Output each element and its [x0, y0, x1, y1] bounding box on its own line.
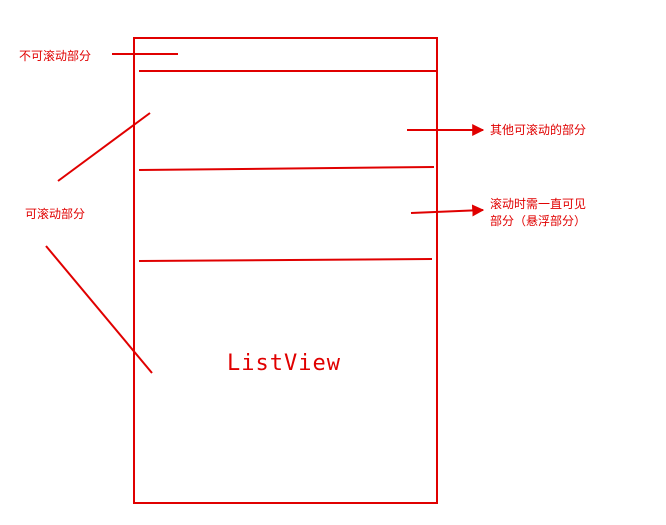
- label-non-scrollable: 不可滚动部分: [19, 48, 91, 63]
- sticky-arrow: [410, 204, 485, 217]
- label-listview: ListView: [227, 351, 341, 376]
- divider-line-2: [138, 166, 435, 171]
- scrollable-pointer-lower: [45, 245, 153, 374]
- screen-frame: [133, 37, 438, 504]
- label-other-scrollable: 其他可滚动的部分: [490, 122, 586, 137]
- divider-line-3: [138, 258, 433, 262]
- label-sticky-line1: 滚动时需一直可见: [490, 196, 586, 211]
- scrollable-pointer-upper: [57, 112, 151, 182]
- label-sticky-line2: 部分（悬浮部分）: [490, 213, 586, 228]
- label-scrollable: 可滚动部分: [25, 206, 85, 221]
